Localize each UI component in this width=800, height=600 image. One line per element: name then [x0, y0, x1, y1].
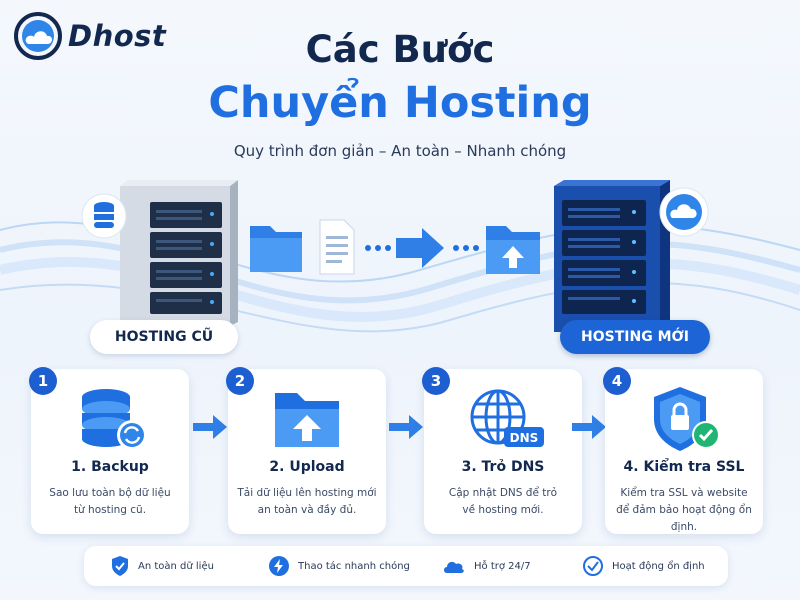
folder-icon [250, 226, 302, 272]
cloud-icon [670, 204, 697, 218]
step-number-badge: 2 [226, 367, 254, 395]
arrow-right-icon [572, 415, 606, 439]
dns-tag: DNS [510, 431, 539, 445]
page-subtitle: Quy trình đơn giản – An toàn – Nhanh chó… [233, 142, 567, 160]
folder-upload-icon [486, 226, 540, 274]
dhost-logo-icon [14, 12, 62, 60]
features-bar: An toàn dữ liệu Thao tác nhanh chóng Hỗ … [84, 546, 728, 586]
step-number-badge: 3 [422, 367, 450, 395]
new-server-illustration [554, 180, 709, 332]
document-icon [319, 219, 355, 275]
brand-logo[interactable]: Dhost [14, 12, 166, 60]
folder-upload-icon [275, 393, 339, 447]
globe-dns-icon: DNS [470, 389, 544, 447]
shield-check-icon [112, 556, 128, 576]
feature-item: Thao tác nhanh chóng [268, 546, 410, 586]
old-server-illustration [81, 180, 238, 326]
step-title: 3. Trỏ DNS [461, 459, 545, 475]
step-number-badge: 4 [603, 367, 631, 395]
new-hosting-label: HOSTING MỚI [560, 320, 710, 354]
check-circle-icon [583, 556, 603, 576]
lightning-icon [269, 556, 289, 576]
feature-label: Thao tác nhanh chóng [298, 560, 410, 572]
logo-text: Dhost [68, 19, 167, 53]
step-card-ssl: 4 4. Kiểm tra SSL Kiểm tra SSL và websit… [603, 367, 763, 534]
arrow-right-icon [193, 415, 227, 439]
database-sync-icon [82, 389, 147, 450]
page-title-line1: Các Bước [305, 28, 495, 71]
step-title: 2. Upload [269, 459, 345, 475]
step-title: 1. Backup [71, 459, 149, 475]
feature-label: An toàn dữ liệu [138, 560, 214, 572]
old-hosting-label: HOSTING CŨ [90, 320, 238, 354]
transfer-flow [250, 219, 540, 275]
arrow-right-icon [396, 228, 444, 268]
step-title: 4. Kiểm tra SSL [623, 459, 745, 475]
cloud-icon [444, 561, 464, 573]
feature-item: An toàn dữ liệu [110, 546, 214, 586]
arrow-right-icon [389, 415, 423, 439]
step-number-badge: 1 [29, 367, 57, 395]
feature-label: Hoạt động ổn định [612, 560, 705, 572]
page-title-line2: Chuyển Hosting [208, 78, 592, 128]
shield-lock-icon [654, 387, 720, 451]
feature-item: Hoạt động ổn định [582, 546, 705, 586]
feature-label: Hỗ trợ 24/7 [474, 560, 531, 572]
feature-item: Hỗ trợ 24/7 [442, 546, 531, 586]
